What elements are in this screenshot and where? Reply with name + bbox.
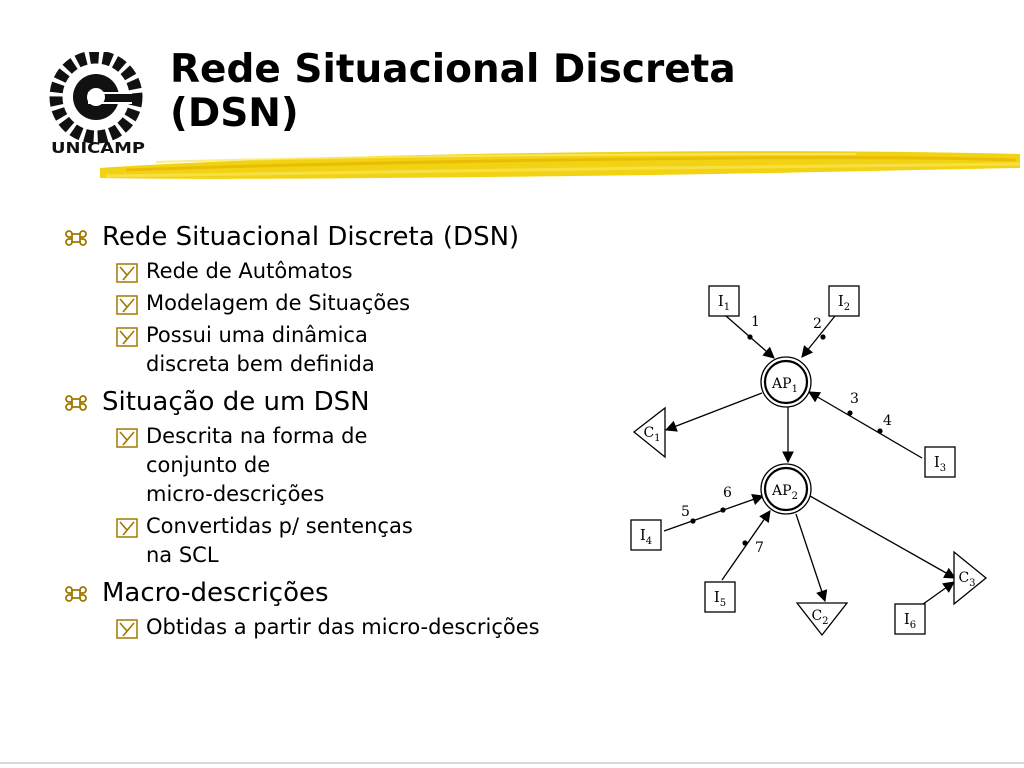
node-i2-label: I2 <box>838 292 850 313</box>
node-i5-box <box>704 581 736 613</box>
node-i1-box <box>708 285 740 317</box>
bullet-text: Situação de um DSN <box>102 387 370 417</box>
command-key-bullet-icon <box>65 395 87 411</box>
edge-dot <box>720 507 726 513</box>
sub-bullet-line: discreta bem definida <box>146 352 375 376</box>
edge-dot <box>877 428 883 434</box>
edge-label-2: 2 <box>813 316 822 332</box>
node-ap2-label: AP2 <box>771 483 798 502</box>
sub-bullet-dinamica: Possui uma dinâmica discreta bem definid… <box>64 321 624 379</box>
edge-dot <box>747 334 753 340</box>
unicamp-logo: UNICAMP <box>48 50 148 158</box>
node-i4-label: I4 <box>640 526 652 547</box>
footer-divider <box>0 762 1024 764</box>
sub-bullet-line: Convertidas p/ sentenças <box>146 514 413 538</box>
dsn-diagram: 1 2 3 4 5 6 7 I1 I2 I3 I4 I5 I6 AP1 AP2 <box>630 285 988 637</box>
sub-bullet-convertidas: Convertidas p/ sentenças na SCL <box>64 512 624 570</box>
edge-label-4: 4 <box>883 413 892 429</box>
edge-i4-ap2 <box>663 493 765 532</box>
edge-dot <box>690 518 696 524</box>
command-key-bullet-icon <box>65 586 87 602</box>
node-c3-label: C3 <box>958 570 975 589</box>
node-i2-box <box>828 285 860 317</box>
edge-i3-ap1 <box>807 391 923 459</box>
edge-i2-ap1 <box>801 315 836 358</box>
checkbox-y-bullet-icon <box>116 428 138 448</box>
checkbox-y-bullet-icon <box>116 619 138 639</box>
edge-label-5: 5 <box>681 504 690 520</box>
node-ap2-inner <box>763 466 809 512</box>
checkbox-y-bullet-icon <box>116 295 138 315</box>
edge-i5-ap2 <box>721 510 771 581</box>
node-c1-triangle <box>632 406 666 459</box>
node-i3-box <box>924 446 956 478</box>
node-c2-triangle <box>795 602 849 637</box>
edge-ap1-c1 <box>664 392 763 432</box>
edge-label-3: 3 <box>850 391 859 407</box>
logo-wordmark: UNICAMP <box>51 139 145 157</box>
bullet-text: Rede Situacional Discreta (DSN) <box>102 222 520 252</box>
bullet-list: Rede Situacional Discreta (DSN) Rede de … <box>64 214 624 645</box>
sub-bullet-line: micro-descrições <box>146 482 325 506</box>
sub-bullet-line: Possui uma dinâmica <box>146 323 368 347</box>
checkbox-y-bullet-icon <box>116 263 138 283</box>
node-i6-box <box>894 603 926 635</box>
bullet-situacao: Situação de um DSN <box>64 385 624 419</box>
checkbox-y-bullet-icon <box>116 327 138 347</box>
node-i4-box <box>630 519 662 551</box>
slide-title: Rede Situacional Discreta (DSN) <box>170 48 736 136</box>
node-i1-label: I1 <box>718 292 730 313</box>
sub-bullet-descrita: Descrita na forma de conjunto de micro-d… <box>64 422 624 509</box>
edge-dot <box>847 410 853 416</box>
edge-label-7: 7 <box>755 540 764 556</box>
node-i3-label: I3 <box>934 453 946 474</box>
sub-bullet-line: Descrita na forma de <box>146 424 368 448</box>
command-key-bullet-icon <box>65 230 87 246</box>
sub-bullet-line: na SCL <box>146 543 219 567</box>
edge-dot <box>742 540 748 546</box>
node-ap1-inner <box>763 359 809 405</box>
sub-bullet-obtidas: Obtidas a partir das micro-descrições <box>64 613 624 642</box>
sub-bullet-line: Obtidas a partir das micro-descrições <box>146 615 540 639</box>
title-line-2: (DSN) <box>170 91 299 136</box>
sub-bullet-line: Modelagem de Situações <box>146 291 411 315</box>
bullet-text: Macro-descrições <box>102 578 329 608</box>
title-line-1: Rede Situacional Discreta <box>170 47 736 92</box>
node-c1-label: C1 <box>643 425 660 444</box>
sub-bullet-line: Rede de Autômatos <box>146 259 353 283</box>
node-i5-label: I5 <box>714 588 726 609</box>
bullet-macro: Macro-descrições <box>64 576 624 610</box>
bullet-dsn: Rede Situacional Discreta (DSN) <box>64 220 624 254</box>
node-c3-triangle <box>953 550 988 606</box>
checkbox-y-bullet-icon <box>116 518 138 538</box>
logo-emblem <box>49 50 143 144</box>
edge-dot <box>820 334 826 340</box>
edge-label-1: 1 <box>751 314 760 330</box>
sub-bullet-rede-automatos: Rede de Autômatos <box>64 257 624 286</box>
node-i6-label: I6 <box>904 610 916 631</box>
title-highlight-stroke <box>100 151 1021 179</box>
edge-ap2-c3 <box>809 495 957 579</box>
node-ap1-label: AP1 <box>771 376 798 395</box>
edge-label-6: 6 <box>723 485 732 501</box>
sub-bullet-line: conjunto de <box>146 453 271 477</box>
sub-bullet-modelagem: Modelagem de Situações <box>64 289 624 318</box>
node-c2-label: C2 <box>811 608 828 627</box>
edge-ap2-c2 <box>795 513 828 603</box>
